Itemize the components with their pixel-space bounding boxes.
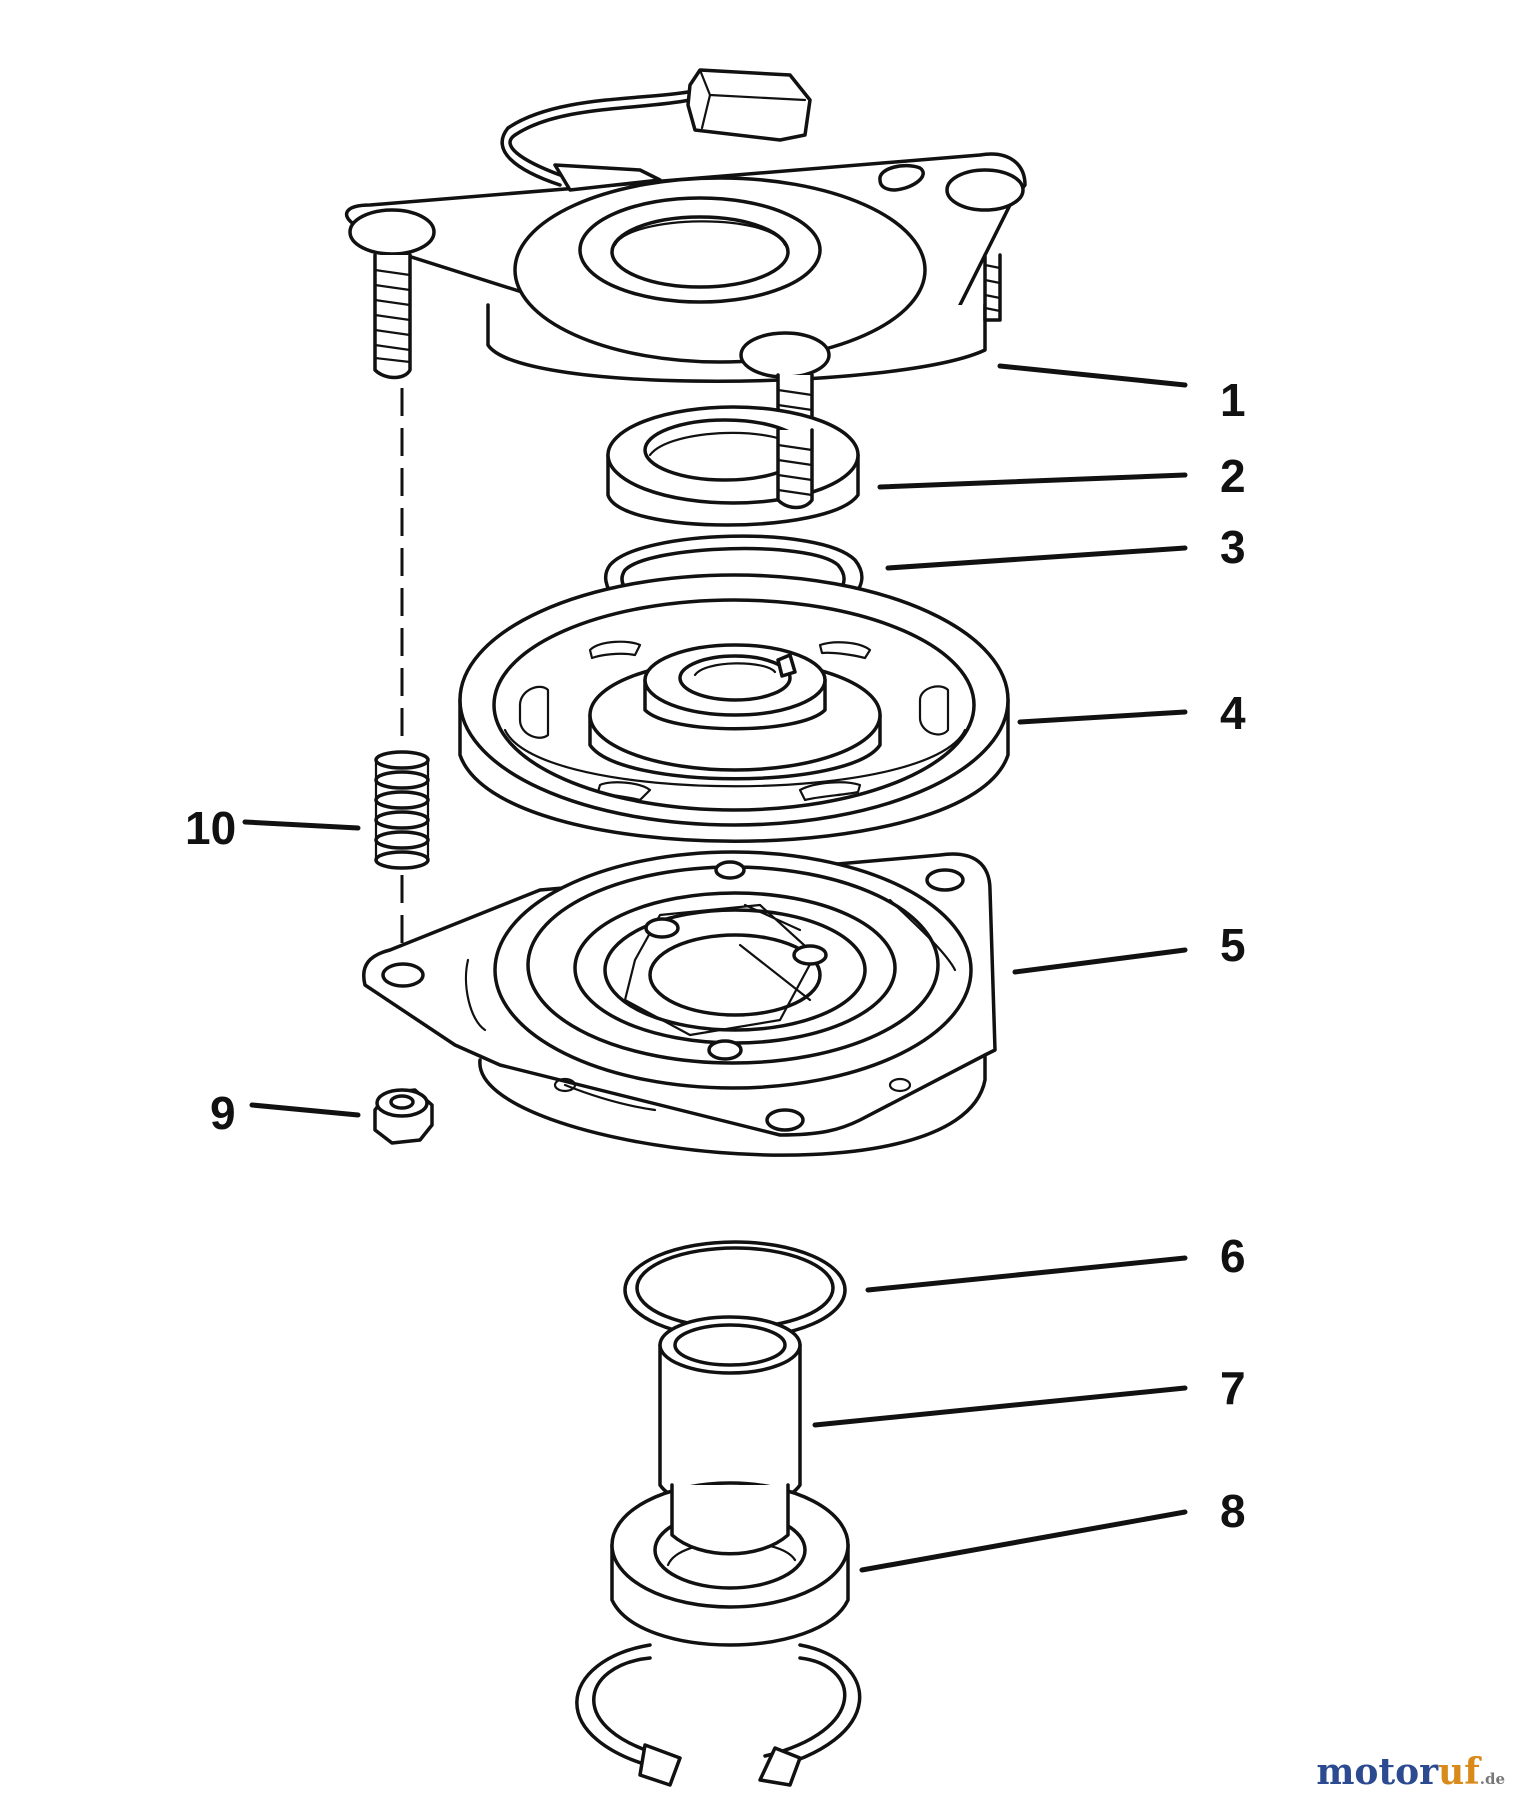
- watermark-main: motor: [1316, 1751, 1439, 1793]
- callout-5: 5: [1220, 919, 1246, 971]
- part-7-spacer-sleeve: [658, 1315, 802, 1510]
- part-5-brake-plate: [362, 850, 997, 1157]
- callout-9: 9: [210, 1087, 236, 1139]
- lower-retaining-ring: [575, 1643, 862, 1787]
- leader-10: [242, 819, 361, 831]
- watermark-logo: motoruf.de: [1316, 1754, 1505, 1790]
- watermark-tld: .de: [1479, 1770, 1505, 1788]
- watermark-accent: uf: [1438, 1751, 1480, 1793]
- leader-6: [865, 1255, 1188, 1293]
- callout-1: 1: [1220, 374, 1246, 426]
- leader-4: [1017, 709, 1188, 725]
- callout-10: 10: [185, 802, 237, 854]
- part-2-bearing: [606, 405, 860, 527]
- callout-2: 2: [1220, 450, 1246, 502]
- callout-3: 3: [1220, 521, 1246, 573]
- leader-8: [859, 1509, 1188, 1573]
- part-8-lower-bearing: [610, 1481, 850, 1647]
- leader-2: [877, 472, 1188, 490]
- callout-6: 6: [1220, 1230, 1246, 1282]
- part-9-lock-nut: [373, 1088, 434, 1145]
- leader-9: [249, 1102, 361, 1118]
- callout-7: 7: [1220, 1362, 1246, 1414]
- leader-3: [885, 545, 1188, 571]
- leader-5: [1012, 947, 1188, 975]
- part-10-spring: [374, 750, 430, 870]
- leader-7: [812, 1385, 1188, 1428]
- leader-lines: [242, 363, 1188, 1573]
- part-4-armature-rotor: [458, 573, 1010, 843]
- part-1-field-coil-bracket: [344, 68, 1027, 510]
- callout-8: 8: [1220, 1485, 1246, 1537]
- callout-4: 4: [1220, 687, 1246, 739]
- leader-1: [997, 363, 1188, 388]
